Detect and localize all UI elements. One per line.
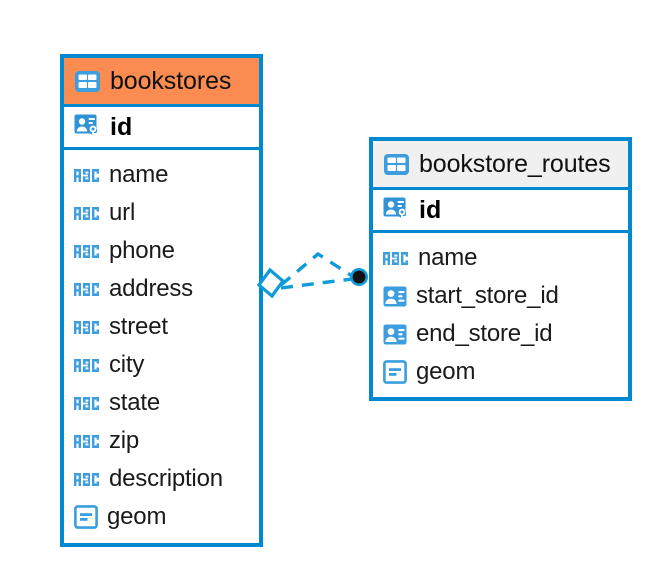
field-row-address[interactable]: address (64, 270, 259, 308)
field-label: geom (416, 358, 476, 385)
field-label: address (109, 275, 193, 302)
foreign-key-icon (383, 286, 407, 307)
entity-table-bookstore-routes[interactable]: bookstore_routes id (369, 137, 632, 401)
field-label: phone (109, 237, 175, 264)
field-row-state[interactable]: state (64, 384, 259, 422)
field-row-geom[interactable]: geom (373, 353, 628, 391)
field-label: city (109, 351, 145, 378)
abc-text-icon (74, 168, 100, 182)
field-row-description[interactable]: description (64, 460, 259, 498)
primary-key-icon (383, 197, 410, 223)
geometry-icon (74, 505, 98, 529)
primary-key-row-bookstore-routes[interactable]: id (373, 187, 628, 233)
field-label: geom (107, 503, 167, 530)
field-row-zip[interactable]: zip (64, 422, 259, 460)
abc-text-icon (74, 358, 100, 372)
abc-text-icon (74, 472, 100, 486)
abc-text-icon (74, 244, 100, 258)
field-label: street (109, 313, 168, 340)
field-row-city[interactable]: city (64, 346, 259, 384)
field-row-start-store-id[interactable]: start_store_id (373, 277, 628, 315)
field-row-street[interactable]: street (64, 308, 259, 346)
relationship-line-upper (279, 251, 353, 287)
field-list-bookstore-routes: name start_store_id (373, 233, 628, 397)
primary-key-label: id (419, 195, 442, 224)
abc-text-icon (74, 282, 100, 296)
table-icon (74, 70, 101, 93)
filled-circle-marker (350, 268, 368, 286)
table-header-bookstore-routes[interactable]: bookstore_routes (373, 141, 628, 187)
field-label: end_store_id (416, 320, 553, 347)
table-title: bookstores (110, 66, 232, 95)
field-row-end-store-id[interactable]: end_store_id (373, 315, 628, 353)
geometry-icon (383, 360, 407, 384)
foreign-key-icon (383, 324, 407, 345)
table-header-bookstores[interactable]: bookstores (64, 58, 259, 104)
field-row-geom[interactable]: geom (64, 498, 259, 536)
field-row-phone[interactable]: phone (64, 232, 259, 270)
field-label: zip (109, 427, 140, 454)
abc-text-icon (74, 396, 100, 410)
table-icon (383, 153, 410, 176)
field-label: start_store_id (416, 282, 559, 309)
field-list-bookstores: name (64, 150, 259, 542)
field-row-name[interactable]: name (64, 156, 259, 194)
field-label: url (109, 199, 136, 226)
field-label: description (109, 465, 223, 492)
abc-text-icon (74, 320, 100, 334)
field-row-url[interactable]: url (64, 194, 259, 232)
table-title: bookstore_routes (419, 149, 611, 178)
primary-key-icon (74, 114, 101, 140)
field-label: name (418, 244, 478, 271)
primary-key-label: id (110, 112, 133, 141)
field-label: state (109, 389, 161, 416)
entity-table-bookstores[interactable]: bookstores id (60, 54, 263, 547)
abc-text-icon (74, 434, 100, 448)
abc-text-icon (74, 206, 100, 220)
abc-text-icon (383, 251, 409, 265)
relationship-line-lower (280, 277, 353, 290)
primary-key-row-bookstores[interactable]: id (64, 104, 259, 150)
field-label: name (109, 161, 169, 188)
field-row-name[interactable]: name (373, 239, 628, 277)
